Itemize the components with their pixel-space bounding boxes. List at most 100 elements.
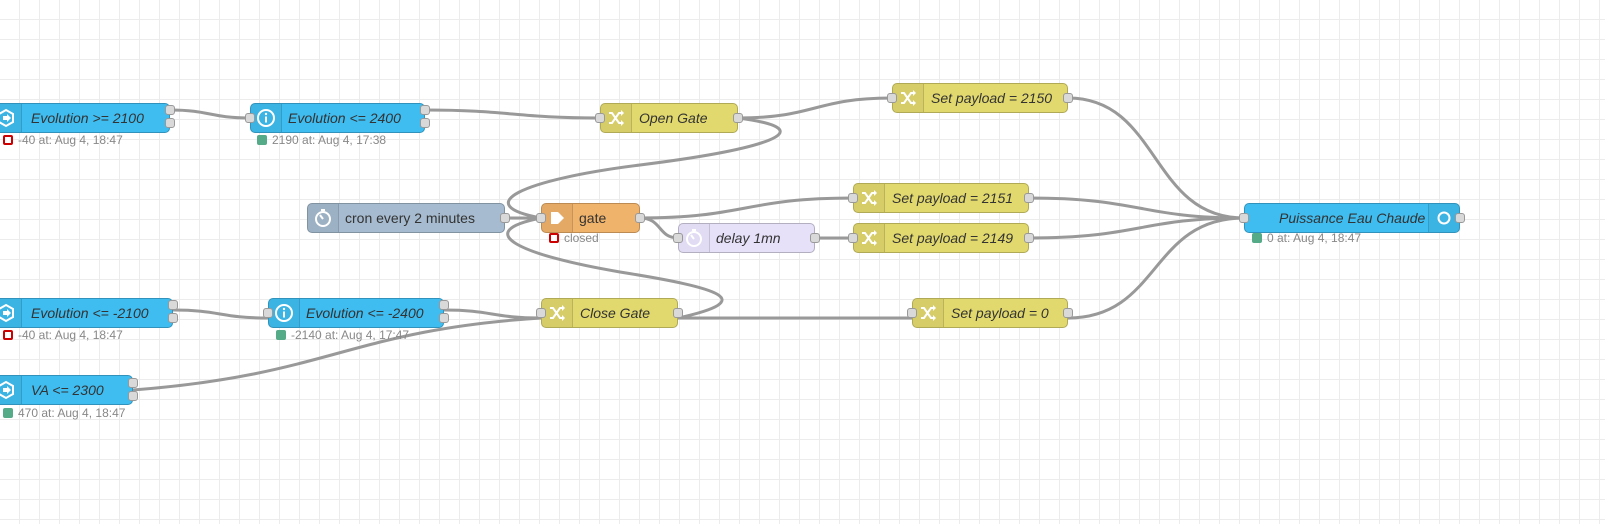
node-evolution-le-minus-2100[interactable]: Evolution <= -2100 bbox=[0, 298, 173, 328]
output-port[interactable] bbox=[128, 378, 138, 388]
output-port[interactable] bbox=[439, 313, 449, 323]
status-indicator bbox=[3, 408, 13, 418]
input-port[interactable] bbox=[848, 193, 858, 203]
node-label: Evolution >= 2100 bbox=[31, 110, 144, 126]
output-port[interactable] bbox=[439, 300, 449, 310]
output-port[interactable] bbox=[673, 308, 683, 318]
wire-evo-le-m2100-to-evo-le-m2400[interactable] bbox=[172, 308, 269, 320]
output-port[interactable] bbox=[1024, 193, 1034, 203]
shuffle-icon bbox=[893, 84, 924, 112]
output-port[interactable] bbox=[1063, 93, 1073, 103]
input-port[interactable] bbox=[673, 233, 683, 243]
input-port[interactable] bbox=[263, 308, 273, 318]
node-delay[interactable]: delay 1mn bbox=[678, 223, 815, 253]
node-label: Puissance Eau Chaude bbox=[1279, 210, 1426, 226]
shuffle-icon bbox=[601, 104, 632, 132]
status-text: -40 at: Aug 4, 18:47 bbox=[18, 133, 123, 147]
node-label: Set payload = 2149 bbox=[892, 230, 1014, 246]
status-text: closed bbox=[564, 231, 599, 245]
input-port[interactable] bbox=[887, 93, 897, 103]
shuffle-icon bbox=[854, 184, 885, 212]
input-port[interactable] bbox=[1239, 213, 1249, 223]
node-set-payload-2151[interactable]: Set payload = 2151 bbox=[853, 183, 1029, 213]
shuffle-icon bbox=[854, 224, 885, 252]
output-port[interactable] bbox=[420, 105, 430, 115]
node-puissance-eau-chaude[interactable]: Puissance Eau Chaude bbox=[1244, 203, 1460, 233]
wire-evo-le-m2400-to-close-gate[interactable] bbox=[443, 308, 542, 320]
input-port[interactable] bbox=[536, 213, 546, 223]
wire-open-gate-to-gate[interactable] bbox=[506, 116, 782, 220]
status-indicator bbox=[3, 135, 13, 145]
switch-icon bbox=[0, 299, 22, 327]
node-open-gate[interactable]: Open Gate bbox=[600, 103, 738, 133]
node-va-le-2300[interactable]: VA <= 2300 bbox=[0, 375, 133, 405]
output-port[interactable] bbox=[128, 391, 138, 401]
node-label: Evolution <= 2400 bbox=[288, 110, 401, 126]
wire-set-0-to-puissance[interactable] bbox=[1067, 216, 1245, 320]
node-label: Open Gate bbox=[639, 110, 708, 126]
wire-evo-ge-2100-to-evo-le-2400[interactable] bbox=[169, 108, 251, 120]
wire-open-gate-to-set-2150[interactable] bbox=[737, 96, 893, 120]
input-port[interactable] bbox=[848, 233, 858, 243]
status-text: -40 at: Aug 4, 18:47 bbox=[18, 328, 123, 342]
input-port[interactable] bbox=[907, 308, 917, 318]
node-status: 470 at: Aug 4, 18:47 bbox=[3, 406, 125, 420]
node-status: 0 at: Aug 4, 18:47 bbox=[1252, 231, 1361, 245]
input-port[interactable] bbox=[245, 113, 255, 123]
gate-icon bbox=[542, 204, 573, 232]
output-port[interactable] bbox=[165, 118, 175, 128]
node-label: Set payload = 0 bbox=[951, 305, 1049, 321]
wire-set-2151-to-puissance[interactable] bbox=[1028, 196, 1245, 220]
output-port[interactable] bbox=[500, 213, 510, 223]
shuffle-icon bbox=[542, 299, 573, 327]
node-gate[interactable]: gate bbox=[541, 203, 640, 233]
output-port[interactable] bbox=[1455, 213, 1465, 223]
node-status: 2190 at: Aug 4, 17:38 bbox=[257, 133, 386, 147]
node-status: closed bbox=[549, 231, 599, 245]
output-port[interactable] bbox=[168, 313, 178, 323]
node-evolution-ge-2100[interactable]: Evolution >= 2100 bbox=[0, 103, 170, 133]
wire-close-gate-to-gate[interactable] bbox=[506, 216, 724, 320]
wire-va-to-close-gate[interactable] bbox=[132, 316, 542, 392]
input-port[interactable] bbox=[595, 113, 605, 123]
node-set-payload-2149[interactable]: Set payload = 2149 bbox=[853, 223, 1029, 253]
status-indicator bbox=[549, 233, 559, 243]
node-evolution-le-minus-2400[interactable]: Evolution <= -2400 bbox=[268, 298, 444, 328]
output-port[interactable] bbox=[1024, 233, 1034, 243]
output-port[interactable] bbox=[635, 213, 645, 223]
node-status: -40 at: Aug 4, 18:47 bbox=[3, 133, 123, 147]
wire-set-2150-to-puissance[interactable] bbox=[1067, 96, 1245, 220]
node-label: Set payload = 2150 bbox=[931, 90, 1053, 106]
node-label: gate bbox=[579, 210, 607, 226]
node-label: Close Gate bbox=[580, 305, 651, 321]
node-set-payload-2150[interactable]: Set payload = 2150 bbox=[892, 83, 1068, 113]
output-port[interactable] bbox=[168, 300, 178, 310]
node-label: Evolution <= -2400 bbox=[306, 305, 424, 321]
node-cron-inject[interactable]: cron every 2 minutes bbox=[307, 203, 505, 233]
input-port[interactable] bbox=[536, 308, 546, 318]
output-port[interactable] bbox=[165, 105, 175, 115]
wire-set-2149-to-puissance[interactable] bbox=[1028, 216, 1245, 240]
output-port[interactable] bbox=[733, 113, 743, 123]
status-text: 0 at: Aug 4, 18:47 bbox=[1267, 231, 1362, 245]
node-label: Set payload = 2151 bbox=[892, 190, 1014, 206]
ha-entity-icon bbox=[1428, 204, 1459, 232]
node-evolution-le-2400[interactable]: Evolution <= 2400 bbox=[250, 103, 425, 133]
shuffle-icon bbox=[913, 299, 944, 327]
status-indicator bbox=[276, 330, 286, 340]
switch-icon bbox=[0, 104, 22, 132]
node-close-gate[interactable]: Close Gate bbox=[541, 298, 678, 328]
output-port[interactable] bbox=[420, 118, 430, 128]
output-port[interactable] bbox=[1063, 308, 1073, 318]
node-status: -2140 at: Aug 4, 17:47 bbox=[276, 328, 409, 342]
node-status: -40 at: Aug 4, 18:47 bbox=[3, 328, 123, 342]
wire-gate-to-set-2151[interactable] bbox=[639, 196, 854, 220]
status-text: 470 at: Aug 4, 18:47 bbox=[18, 406, 126, 420]
node-set-payload-0[interactable]: Set payload = 0 bbox=[912, 298, 1068, 328]
output-port[interactable] bbox=[810, 233, 820, 243]
wire-evo-le-2400-to-open-gate[interactable] bbox=[424, 108, 601, 120]
status-indicator bbox=[1252, 233, 1262, 243]
info-icon bbox=[269, 299, 300, 327]
